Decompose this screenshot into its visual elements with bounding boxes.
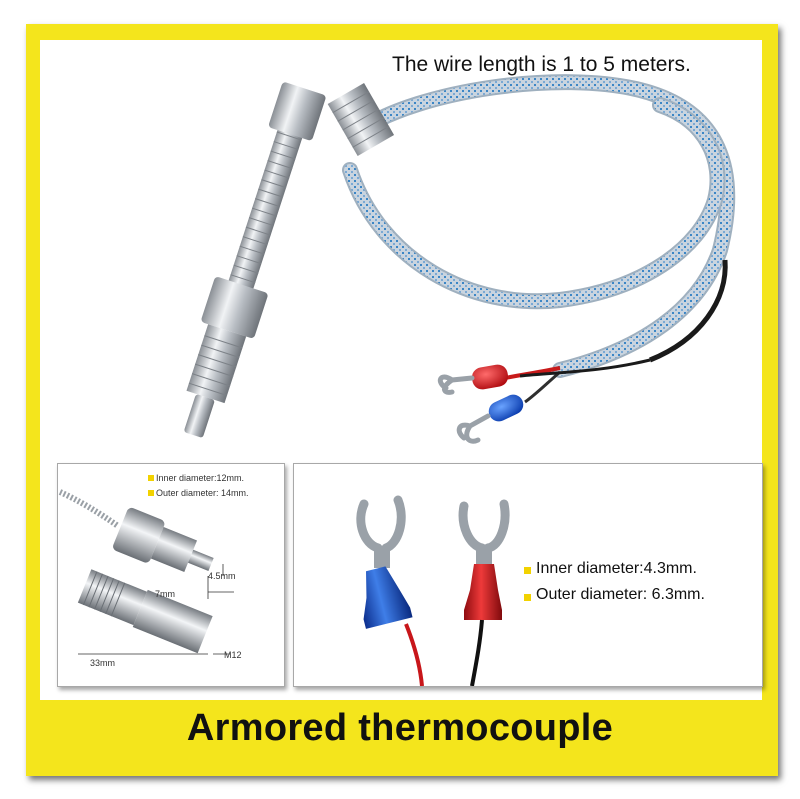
terminal-detail-drawing [356,495,510,686]
title-banner [40,700,762,762]
bullet-icon [148,490,154,496]
probe-thread-size: M12 [224,650,242,660]
probe-dimensions-panel: Inner diameter:12mm. Outer diameter: 14m… [57,463,285,687]
wire-length-caption: The wire length is 1 to 5 meters. [392,53,691,76]
probe-detail-drawing [58,489,234,655]
blue-spade-terminal [456,394,524,444]
bullet-icon [524,567,531,574]
terminal-dimensions-panel: Inner diameter:4.3mm. Outer diameter: 6.… [293,463,763,687]
product-title: Armored thermocouple [186,707,614,749]
terminal-inner-diameter: Inner diameter:4.3mm. [536,560,697,577]
thermocouple-main-photo [184,74,736,444]
probe-body [184,82,326,438]
probe-tip-size: 4.5mm [208,571,236,581]
terminal-outer-diameter: Outer diameter: 6.3mm. [536,586,705,603]
bullet-icon [148,475,154,481]
braided-cable [342,74,736,378]
red-spade-terminal [437,364,509,395]
probe-tip-length: 7mm [155,589,175,599]
probe-outer-diameter: Outer diameter: 14mm. [156,488,249,498]
probe-total-length: 33mm [90,658,116,668]
bullet-icon [524,594,531,601]
threaded-collar [327,83,395,156]
probe-inner-diameter: Inner diameter:12mm. [156,473,245,483]
